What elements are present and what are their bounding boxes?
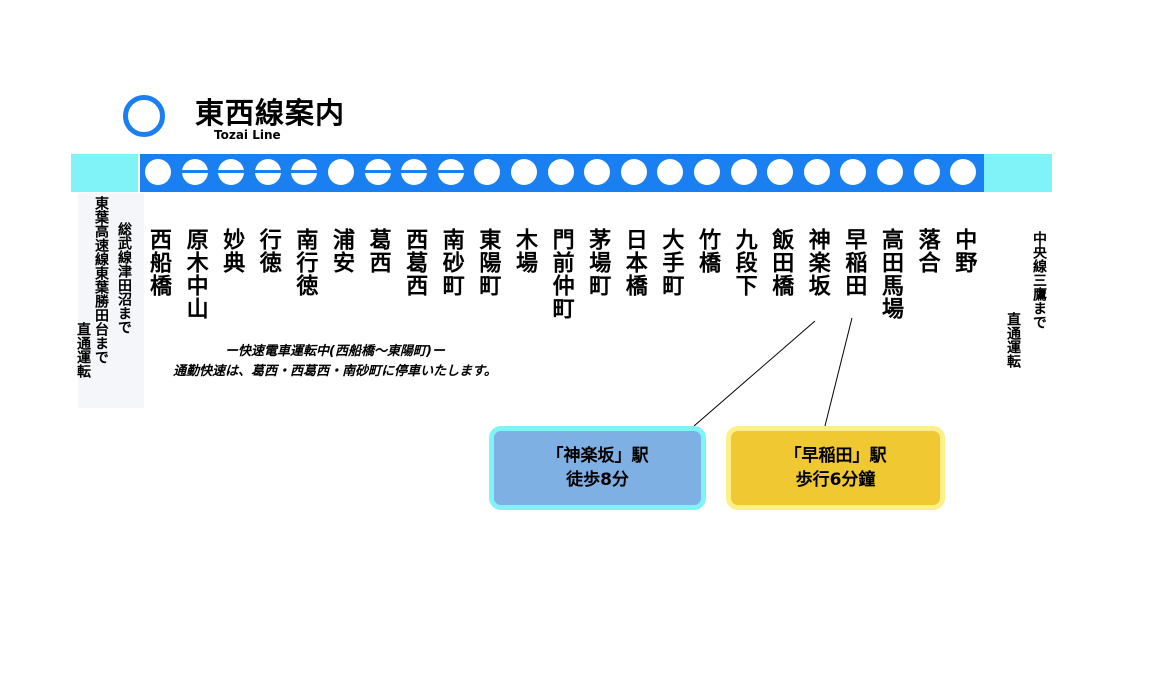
station-label: 日本橋 [621,228,647,297]
station-label: 妙典 [219,228,245,274]
express-pass-mark [398,170,431,173]
callout-kagurazaka-walk-time: 徒歩8分 [566,470,629,490]
station-marker [145,159,171,185]
station-marker [547,159,574,185]
station-marker [877,159,903,185]
tozai-line-logo-icon [123,95,165,137]
page-subtitle: Tozai Line [214,128,281,142]
express-note-line-1: ー快速電車運転中(西船橋～東陽町)ー [225,344,445,359]
station-marker [328,159,354,185]
leader-line-waseda [824,317,853,427]
through-service-left-text-3: 直通運転 [75,322,91,378]
station-label: 行徳 [255,228,281,274]
station-label: 浦安 [329,228,354,274]
station-marker [840,159,867,185]
through-service-band-left [71,154,138,192]
station-marker [913,159,940,185]
station-marker [511,159,537,185]
station-label: 茅場町 [585,228,611,297]
station-label: 南行徳 [292,228,318,297]
station-label: 神楽坂 [804,228,830,297]
station-marker [803,159,830,185]
station-marker [474,159,501,185]
station-label: 落合 [914,228,940,274]
through-service-band-right [984,154,1052,192]
station-marker [767,159,794,185]
callout-kagurazaka: 「神楽坂」駅 徒歩8分 [489,426,706,510]
station-label: 門前仲町 [548,228,574,320]
station-marker [584,159,611,185]
station-marker [950,159,977,185]
station-label: 西葛西 [402,228,428,297]
through-service-right-text-2: 直通運転 [1005,312,1021,368]
station-label: 竹橋 [695,228,720,274]
express-pass-mark [361,170,394,173]
express-note-line-2: 通勤快速は、葛西・西葛西・南砂町に停車いたします。 [173,364,497,379]
through-service-left-area [78,193,144,408]
express-pass-mark [215,170,248,173]
station-label: 南砂町 [438,228,464,297]
station-label: 葛西 [365,228,391,274]
station-label: 西船橋 [146,228,171,297]
station-label: 原木中山 [182,228,208,320]
express-pass-mark [288,170,321,173]
station-marker [657,159,684,185]
callout-waseda-station: 「早稲田」駅 [784,446,887,466]
express-service-note: ー快速電車運転中(西船橋～東陽町)ー 通勤快速は、葛西・西葛西・南砂町に停車いた… [165,342,505,382]
through-service-right-text-1: 中央線三鷹まで [1031,231,1047,329]
callout-waseda: 「早稲田」駅 歩行6分鐘 [726,426,945,510]
station-label: 高田馬場 [878,228,903,320]
station-label: 大手町 [658,228,684,297]
page-title: 東西線案内 [195,96,346,130]
station-label: 早稲田 [841,228,867,297]
express-pass-mark [178,170,211,173]
callout-waseda-walk-time: 歩行6分鐘 [795,470,876,490]
station-label: 飯田橋 [768,228,794,297]
callout-kagurazaka-station: 「神楽坂」駅 [546,446,649,466]
express-pass-mark [434,170,467,173]
station-label: 中野 [951,228,977,274]
station-marker [620,159,647,185]
leader-line-kagurazaka [693,320,816,427]
station-label: 九段下 [731,228,757,297]
station-label: 東陽町 [475,228,501,297]
station-label: 木場 [512,228,537,274]
through-service-left-text-1: 東葉高速線東葉勝田台まで [93,196,109,364]
station-marker [730,159,757,185]
through-service-left-text-2: 総武線津田沼まで [116,222,132,334]
express-pass-mark [251,170,284,173]
station-marker [694,159,720,185]
